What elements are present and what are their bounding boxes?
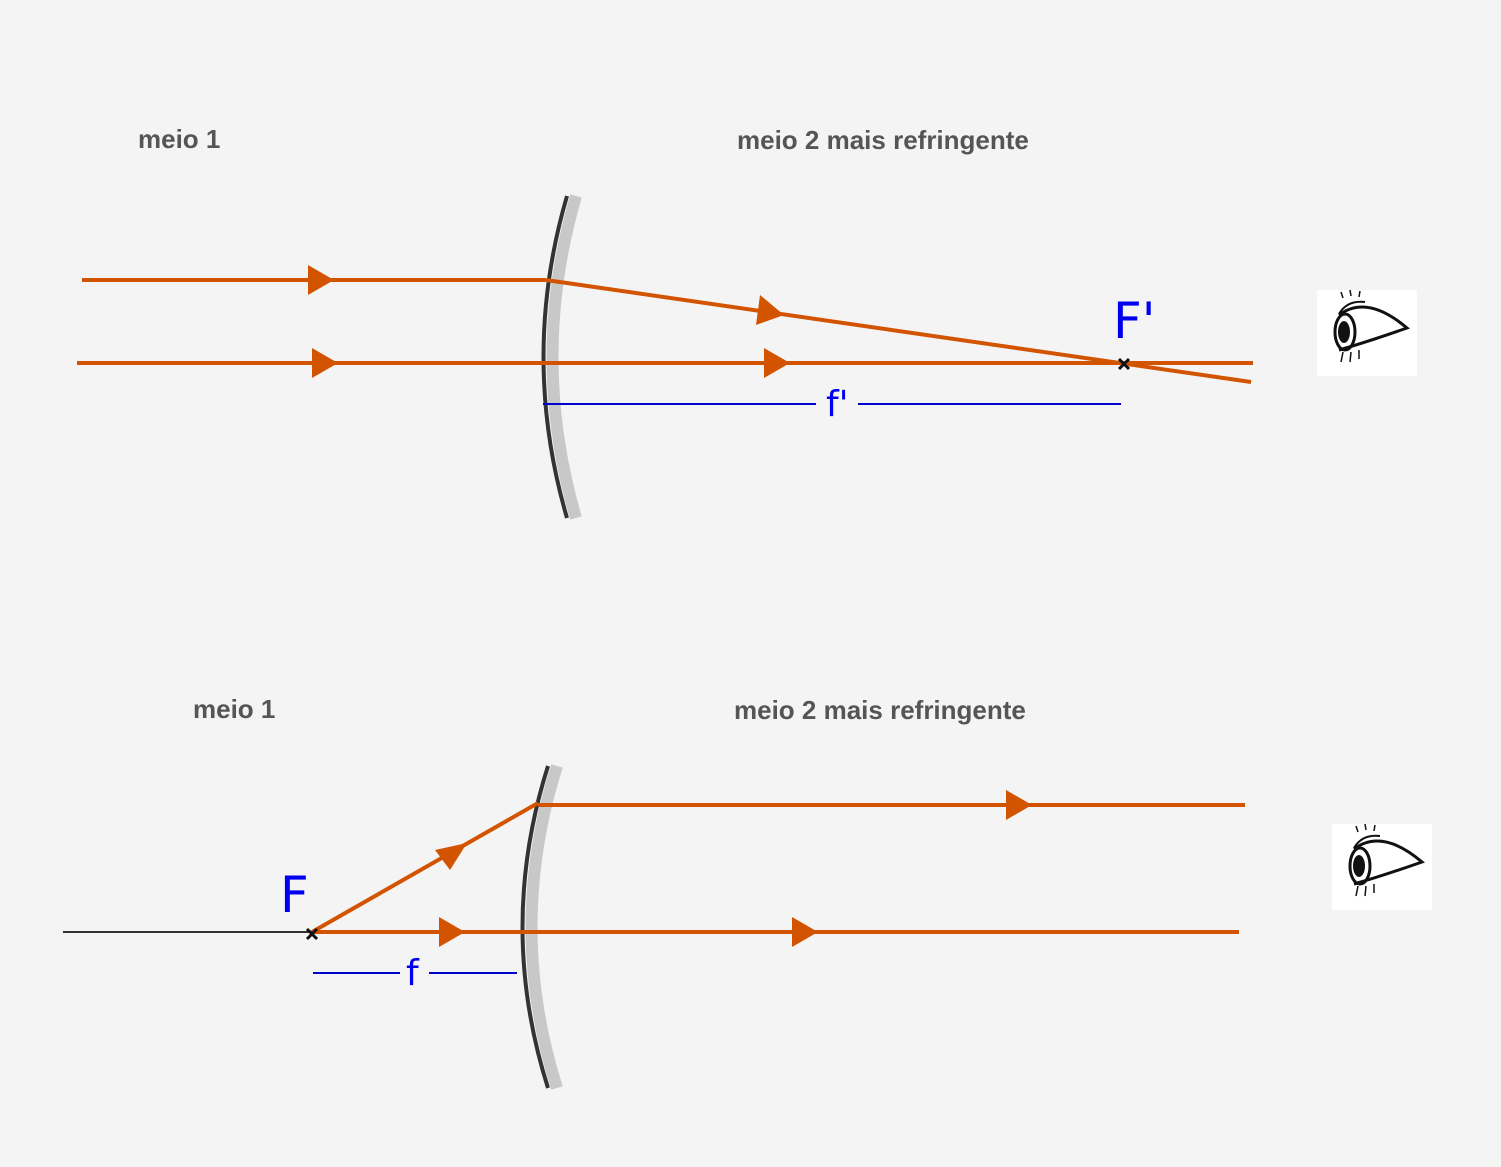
top-medium2-label: meio 2 mais refringente (737, 125, 1029, 155)
top-distance-label: f' (826, 384, 849, 425)
top-ray-2 (77, 348, 1253, 378)
bottom-ray-1 (311, 790, 1245, 934)
arrowhead-icon (756, 295, 784, 325)
arrowhead-icon (792, 917, 818, 947)
top-focus-marker: F' (1113, 292, 1156, 371)
top-medium1-label: meio 1 (138, 124, 220, 154)
bottom-medium1-label: meio 1 (193, 694, 275, 724)
top-diagram: meio 1 meio 2 mais refringente F' (77, 124, 1417, 520)
arrowhead-icon (435, 843, 467, 870)
bottom-medium2-label: meio 2 mais refringente (734, 695, 1026, 725)
arrowhead-icon (764, 348, 790, 378)
bottom-focus-marker: F (280, 866, 319, 941)
eye-icon (1332, 823, 1432, 910)
arrowhead-icon (308, 265, 334, 295)
bottom-diagram: meio 1 meio 2 mais refringente (63, 694, 1432, 1090)
bottom-refracting-surface (520, 764, 563, 1090)
arrowhead-icon (439, 917, 465, 947)
bottom-ray-2 (312, 917, 1239, 947)
top-focal-distance: f' (543, 384, 1121, 425)
bottom-distance-label: f (406, 953, 420, 994)
top-refracting-surface (541, 194, 582, 520)
eye-icon (1317, 289, 1417, 376)
arrowhead-icon (312, 348, 338, 378)
top-focus-label: F' (1113, 292, 1156, 350)
x-mark-icon (305, 927, 319, 941)
bottom-focus-label: F (280, 866, 309, 924)
bottom-focal-distance: f (313, 953, 517, 994)
x-mark-icon (1117, 357, 1131, 371)
arrowhead-icon (1006, 790, 1032, 820)
